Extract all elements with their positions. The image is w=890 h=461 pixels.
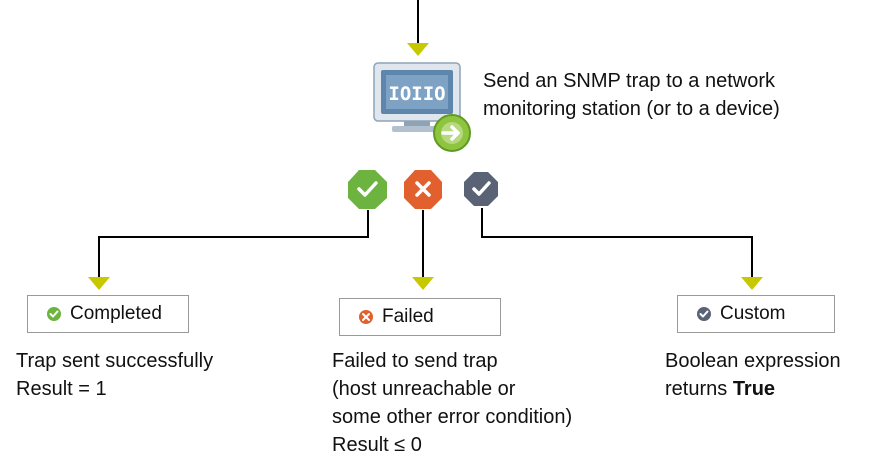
failed-label: Failed [382, 306, 434, 327]
action-description-line: monitoring station (or to a device) [483, 98, 780, 120]
custom-outcome-box: Custom [677, 295, 835, 333]
custom-label: Custom [720, 303, 786, 324]
completed-label: Completed [70, 303, 162, 324]
custom-returns-text: returns [665, 378, 733, 400]
go-arrow-icon [433, 114, 471, 152]
failed-description-line: Result ≤ 0 [332, 434, 422, 456]
incoming-arrowhead [407, 43, 429, 56]
failed-description: Failed to send trap (host unreachable or… [332, 347, 572, 459]
custom-true-text: True [732, 378, 776, 400]
failed-arrowhead [412, 277, 434, 290]
completed-icon [47, 307, 61, 321]
completed-connector [98, 210, 369, 278]
success-check-icon [348, 170, 387, 209]
failed-description-line: some other error condition) [332, 406, 573, 428]
completed-arrowhead [88, 277, 110, 290]
failed-outcome-box: Failed [339, 298, 501, 336]
completed-description-line: Trap sent successfully [16, 350, 214, 372]
custom-connector [481, 208, 753, 278]
failed-description-line: (host unreachable or [332, 378, 516, 400]
custom-check-icon [464, 172, 498, 206]
custom-description-line: Boolean expression [665, 350, 841, 372]
completed-description: Trap sent successfully Result = 1 [16, 347, 213, 403]
svg-text:IOIIO: IOIIO [388, 83, 445, 105]
snmp-trap-monitor-icon: IOIIO [373, 62, 471, 152]
action-description-line: Send an SNMP trap to a network [483, 70, 776, 92]
failure-x-icon [404, 170, 442, 209]
action-description: Send an SNMP trap to a network monitorin… [483, 67, 780, 123]
completed-description-line: Result = 1 [16, 378, 107, 400]
custom-arrowhead [741, 277, 763, 290]
custom-description-line: returns True [665, 375, 841, 403]
custom-icon [697, 307, 711, 321]
failed-icon [359, 310, 373, 324]
failed-description-line: Failed to send trap [332, 350, 498, 372]
custom-description: Boolean expression returns True [665, 347, 841, 403]
completed-outcome-box: Completed [27, 295, 189, 333]
